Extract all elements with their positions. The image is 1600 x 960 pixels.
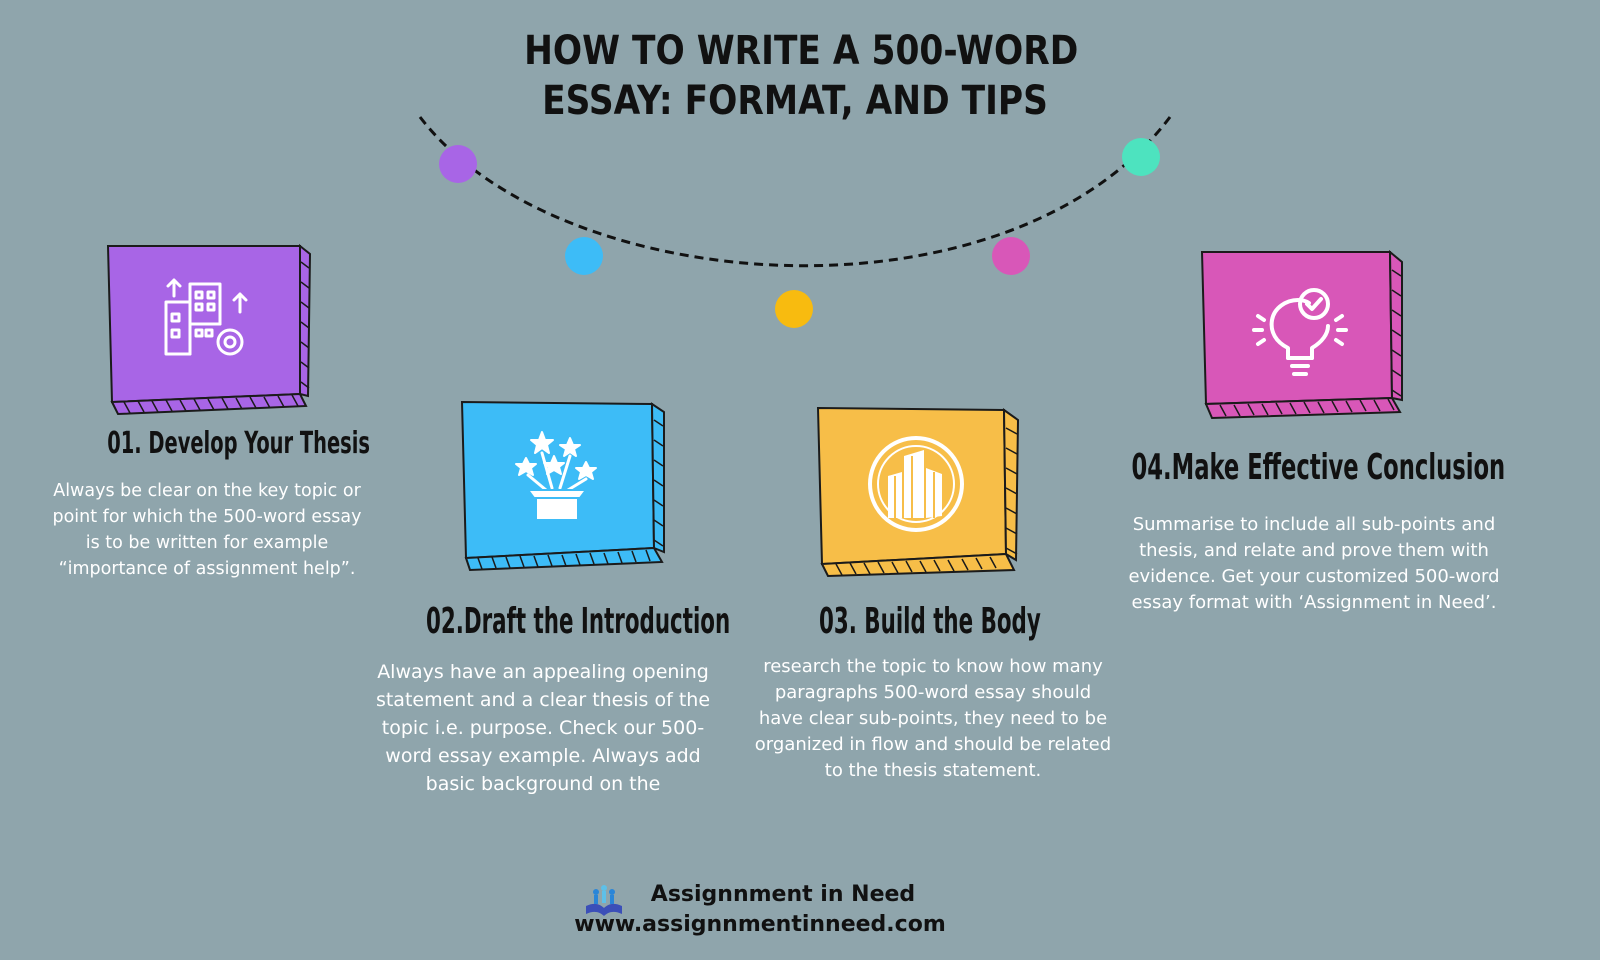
garland-dot-teal bbox=[1122, 138, 1160, 176]
garland-dot-pink bbox=[992, 237, 1030, 275]
step-2-text: Always have an appealing opening stateme… bbox=[375, 661, 711, 795]
title-line-1: HOW TO WRITE A 500-WORD bbox=[524, 28, 1079, 74]
step-1-title: 01. Develop Your Thesis bbox=[107, 426, 370, 461]
page-title: HOW TO WRITE A 500-WORD ESSAY: FORMAT, A… bbox=[524, 26, 1079, 126]
garland-curve bbox=[418, 116, 1172, 268]
step-1-card bbox=[104, 242, 312, 418]
brand-url: www.assignnmentinneed.com bbox=[574, 912, 946, 937]
footer: Assignnment in Need www.assignnmentinnee… bbox=[560, 880, 960, 940]
lightbulb-check-icon bbox=[1252, 288, 1348, 376]
garland-dot-purple bbox=[439, 145, 477, 183]
step-4-title: 04.Make Effective Conclusion bbox=[1131, 447, 1506, 488]
city-circle-icon bbox=[868, 436, 964, 532]
step-3-title: 03. Build the Body bbox=[819, 601, 1041, 642]
brand-name: Assignnment in Need bbox=[650, 882, 916, 907]
box-shape bbox=[1200, 249, 1403, 420]
step-3-card bbox=[814, 404, 1022, 580]
step-2-title: 02.Draft the Introduction bbox=[426, 601, 731, 642]
book-people-logo-icon bbox=[586, 885, 622, 916]
stars-box-icon bbox=[515, 431, 597, 521]
step-3-text: research the topic to know how many para… bbox=[754, 656, 1112, 781]
title-line-2: ESSAY: FORMAT, AND TIPS bbox=[542, 78, 1048, 124]
box-shape bbox=[460, 400, 665, 572]
garland-dot-gold bbox=[775, 290, 813, 328]
step-4-card bbox=[1198, 248, 1408, 424]
step-1-text: Always be clear on the key topic or poin… bbox=[52, 481, 362, 579]
step-2-card bbox=[458, 398, 668, 574]
step-4-text: Summarise to include all sub-points and … bbox=[1128, 514, 1500, 613]
buildings-growth-icon bbox=[164, 278, 248, 356]
garland-dot-blue bbox=[565, 237, 603, 275]
